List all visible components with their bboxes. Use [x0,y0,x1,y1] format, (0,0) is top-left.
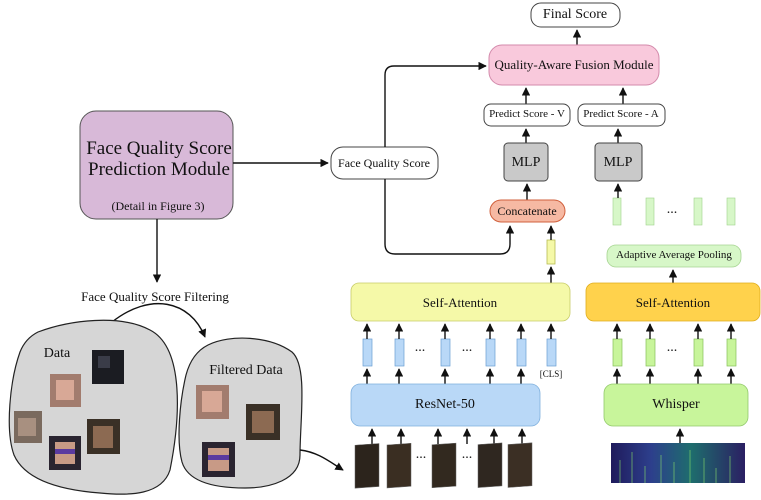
mlp-a-label: MLP [603,155,633,170]
frame-ellipsis-2: ... [461,447,473,462]
mlp-a-box [594,142,643,182]
resnet-box [350,383,541,427]
data-blob [8,319,178,495]
arrow-score-to-concatenate [384,179,515,255]
concatenate-label: Concatenate [497,204,557,218]
visual-token-ellipsis: ... [414,340,426,355]
concatenate-box [489,199,566,223]
visual-token-bars [362,338,557,367]
self-attention-a-label: Self-Attention [635,295,711,310]
predict-score-a-box [577,103,666,127]
whisper-box [603,383,749,427]
data-blob-label: Data [43,346,71,361]
mlp-v-label: MLP [511,155,541,170]
self-attention-v-label: Self-Attention [422,295,498,310]
pooled-ellipsis: ... [666,202,678,217]
adaptive-pooling-box [606,244,742,268]
face-module-title-line2: Prediction Module [88,159,230,180]
audio-token-ellipsis: ... [666,340,678,355]
predict-score-v-label: Predict Score - V [489,108,565,120]
arrow-filtered-to-frames [299,449,344,471]
face-module-title-line1: Face Quality Score [86,138,232,159]
arrow-score-to-fusion [384,61,487,147]
predict-score-v-box [483,103,571,127]
video-frames [354,442,533,489]
final-score-label: Final Score [542,7,608,22]
audio-pooled-features [612,197,736,226]
final-score-box [530,2,621,28]
self-attention-a-box [585,282,761,322]
mlp-v-box [503,142,549,182]
audio-spectrogram [611,443,745,483]
spectrogram-texture [619,450,731,483]
filtering-label: Face Quality Score Filtering [81,289,229,304]
arrow-filtering-to-filtered [111,302,207,338]
resnet-label: ResNet-50 [415,397,475,412]
filtered-blob-label: Filtered Data [209,363,283,378]
self-attention-v-box [350,282,571,322]
cls-feature-bar [546,239,556,265]
frame-ellipsis: ... [415,447,427,462]
visual-token-ellipsis-2: ... [461,340,473,355]
whisper-label: Whisper [652,397,700,412]
fusion-module-label: Quality-Aware Fusion Module [494,57,654,72]
predict-score-a-label: Predict Score - A [583,108,659,120]
face-quality-score-label: Face Quality Score [338,156,430,170]
fusion-module-box [488,44,660,86]
face-module-detail: (Detail in Figure 3) [111,199,205,213]
cls-label: [CLS] [539,369,563,379]
adaptive-pooling-label: Adaptive Average Pooling [616,249,732,261]
